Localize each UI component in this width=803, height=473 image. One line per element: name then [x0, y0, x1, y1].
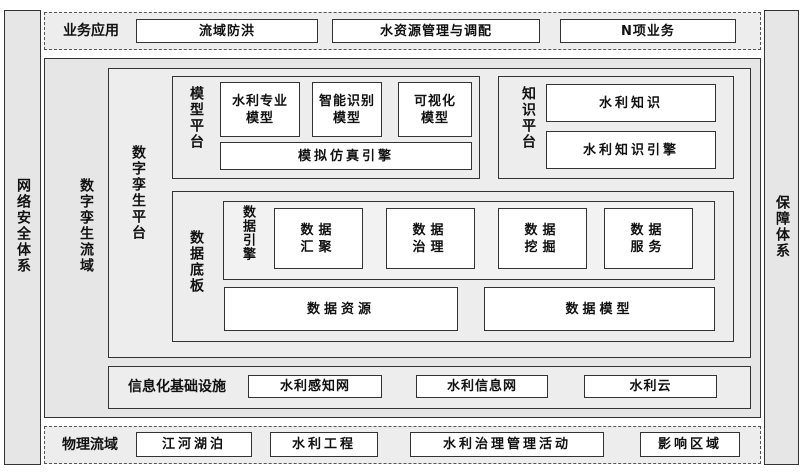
business-item-flood: 流域防洪: [136, 19, 318, 43]
data-base-label: 数据底板: [188, 230, 204, 294]
data-engine-label: 数据引擎: [240, 205, 255, 261]
water-sensing-network: 水利感知网: [248, 375, 382, 398]
model-visualization: 可视化 模型: [398, 82, 472, 137]
model-hydraulic: 水利专业 模型: [220, 82, 300, 137]
data-governance: 数据 治理: [386, 208, 475, 269]
business-item-water-resources: 水资源管理与调配: [332, 19, 540, 43]
water-projects: 水利工程: [270, 432, 378, 457]
rivers-lakes: 江河湖泊: [136, 432, 252, 457]
network-security-label: 网络安全体系: [15, 178, 31, 274]
influence-area: 影响区域: [640, 432, 740, 457]
business-item-n-services: N项业务: [560, 19, 736, 43]
guarantee-system-label: 保障体系: [774, 195, 790, 259]
water-information-network: 水利信息网: [416, 375, 548, 398]
model-platform-label: 模型平台: [188, 86, 204, 150]
data-aggregation: 数据 汇聚: [274, 208, 363, 269]
knowledge-platform-label: 知识平台: [520, 86, 536, 150]
infrastructure-title: 信息化基础设施: [128, 378, 226, 395]
water-knowledge-engine: 水利知识引擎: [546, 131, 716, 169]
guarantee-system-panel: [764, 10, 799, 465]
simulation-engine: 模拟仿真引擎: [220, 142, 472, 170]
business-app-title: 业务应用: [63, 22, 119, 39]
data-service: 数据 服务: [604, 208, 693, 269]
physical-basin-title: 物理流域: [62, 436, 118, 453]
digital-twin-basin-label: 数字孪生流域: [78, 178, 94, 274]
network-security-panel: [4, 10, 41, 465]
data-resources: 数据资源: [224, 287, 458, 331]
water-knowledge: 水利知识: [546, 84, 716, 122]
water-cloud: 水利云: [584, 375, 717, 398]
data-model: 数据模型: [484, 287, 715, 331]
data-mining: 数据 挖掘: [498, 208, 587, 269]
model-intelligent-recognition: 智能识别 模型: [312, 82, 382, 137]
digital-twin-platform-label: 数字孪生平台: [130, 145, 146, 241]
water-governance-activities: 水利治理管理活动: [410, 432, 604, 457]
